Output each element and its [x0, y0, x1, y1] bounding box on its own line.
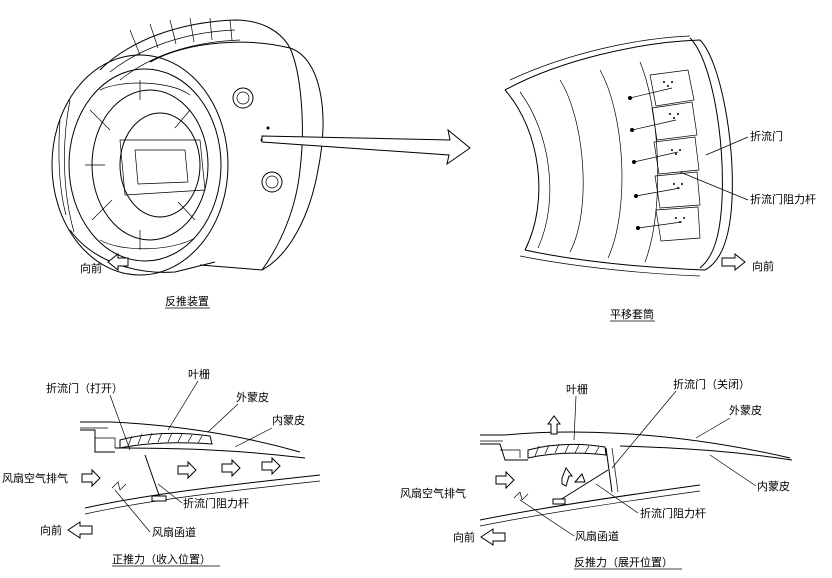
- leader-drag-link-top: [679, 171, 749, 201]
- label-outer-skin-right: 外蒙皮: [729, 404, 762, 417]
- translating-sleeve-drawing: [504, 35, 733, 277]
- leader-inner-skin-right: [709, 454, 757, 487]
- reverse-thrust-section: [479, 415, 793, 527]
- leader-door-open: [109, 394, 131, 451]
- caption-forward-thrust: 正推力（收入位置）: [112, 552, 211, 566]
- leader-cascade-right: [573, 395, 577, 441]
- forward-label-bottom-right: 向前: [453, 530, 475, 544]
- leader-outer-skin-right: [695, 417, 731, 439]
- transition-arrow: [261, 128, 471, 166]
- leader-drag-link-right: [595, 483, 639, 514]
- label-fan-exhaust-left: 风扇空气排气: [2, 471, 68, 485]
- leader-blocker-door: [705, 136, 749, 156]
- leader-inner-skin-left: [234, 427, 273, 448]
- forward-arrow-icon: [67, 521, 93, 539]
- caption-translating-sleeve: 平移套筒: [610, 307, 654, 321]
- leader-drag-link-left: [157, 483, 183, 504]
- forward-label-top-right: 向前: [752, 259, 774, 273]
- leader-door-closed: [611, 390, 677, 469]
- label-outer-skin-left: 外蒙皮: [236, 391, 269, 404]
- label-drag-link-left: 折流门阻力杆: [183, 496, 249, 510]
- leader-cascade-left: [167, 380, 199, 431]
- label-cascade-left: 叶栅: [188, 367, 210, 381]
- forward-label-top-left: 向前: [80, 261, 102, 275]
- forward-arrow-icon: [107, 252, 129, 272]
- forward-arrow-icon: [721, 252, 746, 272]
- leader-outer-skin-left: [207, 403, 239, 433]
- label-inner-skin-left: 内蒙皮: [272, 413, 305, 427]
- forward-thrust-section: [80, 421, 321, 515]
- label-fan-exhaust-right: 风扇空气排气: [400, 486, 466, 500]
- caption-thrust-reverser: 反推装置: [165, 294, 209, 308]
- forward-arrow-icon: [480, 528, 506, 546]
- leader-fan-duct-right: [519, 499, 575, 537]
- label-inner-skin-right: 内蒙皮: [757, 479, 790, 493]
- label-cascade-right: 叶栅: [566, 382, 588, 396]
- label-fan-duct-left: 风扇函道: [152, 525, 196, 539]
- leader-fan-duct-left: [114, 489, 151, 533]
- caption-reverse-thrust: 反推力（展开位置）: [574, 555, 673, 569]
- label-drag-link-right: 折流门阻力杆: [640, 506, 706, 520]
- label-door-open: 折流门（打开）: [46, 381, 123, 395]
- thrust-reverser-assembly-drawing: [51, 17, 324, 276]
- label-drag-link-top: 折流门阻力杆: [750, 192, 816, 206]
- label-fan-duct-right: 风扇函道: [575, 529, 619, 543]
- label-blocker-door: 折流门: [750, 129, 783, 143]
- label-door-closed: 折流门（关闭）: [673, 377, 750, 391]
- forward-label-bottom-left: 向前: [40, 523, 62, 537]
